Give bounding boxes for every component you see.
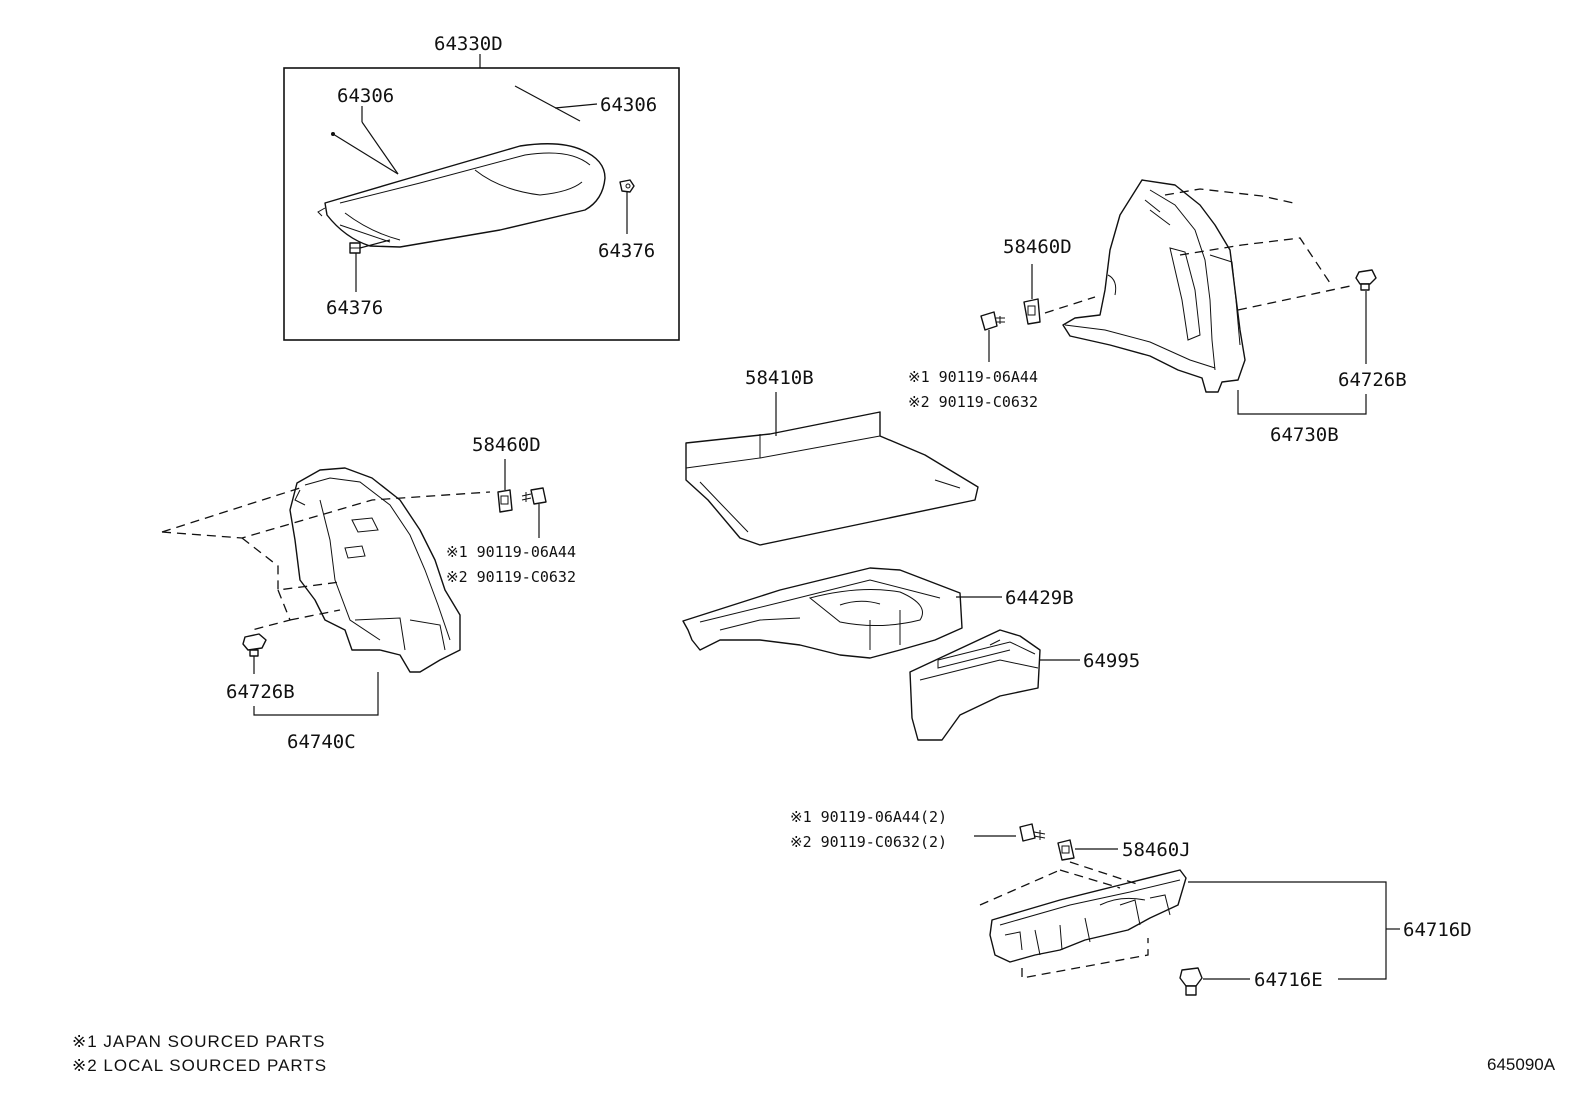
block-group: 64995 bbox=[909, 629, 1140, 741]
rear-floor-side-plate bbox=[989, 869, 1187, 963]
tonneau-holder-left bbox=[349, 239, 391, 254]
label-bolt-rear-local: ※2 90119-C0632(2) bbox=[790, 833, 947, 851]
label-58410B: 58410B bbox=[745, 367, 814, 389]
label-bolt-right-local: ※2 90119-C0632 bbox=[908, 393, 1038, 411]
bolt-right bbox=[980, 311, 1005, 331]
label-58460D-right: 58460D bbox=[1003, 236, 1072, 258]
label-64429B: 64429B bbox=[1005, 587, 1074, 609]
bolt-left bbox=[521, 487, 547, 505]
tonneau-rod-right bbox=[514, 85, 581, 122]
label-64306-left: 64306 bbox=[337, 85, 394, 107]
right-side-trim-group: 64726B 64730B 58460D ※1 90119-06A44 ※2 9… bbox=[908, 179, 1407, 446]
tonneau-holder-right bbox=[619, 179, 635, 193]
label-bolt-rear-jp: ※1 90119-06A44(2) bbox=[790, 808, 947, 826]
label-64726B-right: 64726B bbox=[1338, 369, 1407, 391]
footnote-local-sourced: ※2 LOCAL SOURCED PARTS bbox=[72, 1056, 327, 1075]
label-58460D-left: 58460D bbox=[472, 434, 541, 456]
clip-nut-58460D-right bbox=[1023, 298, 1041, 325]
tonneau-cover-group: 64330D 64306 64306 64376 bbox=[283, 33, 680, 341]
label-64716D: 64716D bbox=[1403, 919, 1472, 941]
clip-64726B-left bbox=[242, 633, 267, 657]
figure-id: 645090A bbox=[1487, 1055, 1556, 1074]
rear-plate-group: ※1 90119-06A44(2) ※2 90119-C0632(2) 5846… bbox=[790, 808, 1472, 996]
label-64740C: 64740C bbox=[287, 731, 356, 753]
deck-block bbox=[909, 629, 1041, 741]
left-side-trim-group: 58460D ※1 90119-06A44 ※2 90119-C0632 647… bbox=[161, 434, 576, 753]
label-58460J: 58460J bbox=[1122, 839, 1191, 861]
deck-trim-side-panel-left bbox=[289, 467, 461, 673]
floor-mat-group: 58410B bbox=[685, 367, 979, 546]
tonneau-group-box bbox=[283, 67, 680, 341]
label-64726B-left: 64726B bbox=[226, 681, 295, 703]
label-64716E: 64716E bbox=[1254, 969, 1323, 991]
bolt-rear bbox=[1019, 823, 1046, 842]
floor-mat bbox=[685, 411, 979, 546]
rod-end-left bbox=[331, 132, 335, 136]
label-bolt-left-local: ※2 90119-C0632 bbox=[446, 568, 576, 586]
deck-trim-side-panel-right bbox=[1062, 179, 1246, 393]
clip-nut-58460J bbox=[1057, 839, 1075, 861]
label-64306-right: 64306 bbox=[600, 94, 657, 116]
tonneau-cover-board bbox=[317, 143, 606, 248]
clip-64726B-right bbox=[1355, 269, 1377, 291]
label-64730B: 64730B bbox=[1270, 424, 1339, 446]
label-64330D: 64330D bbox=[434, 33, 503, 55]
label-64995: 64995 bbox=[1083, 650, 1140, 672]
label-64376-right: 64376 bbox=[598, 240, 655, 262]
label-64376-left: 64376 bbox=[326, 297, 383, 319]
label-bolt-right-jp: ※1 90119-06A44 bbox=[908, 368, 1038, 386]
floor-board-group: 64429B bbox=[682, 567, 1074, 659]
deck-floor-board bbox=[682, 567, 963, 659]
label-bolt-left-jp: ※1 90119-06A44 bbox=[446, 543, 576, 561]
footnote-japan-sourced: ※1 JAPAN SOURCED PARTS bbox=[72, 1032, 326, 1051]
tonneau-rod-left bbox=[332, 133, 399, 175]
clip-nut-58460D-left bbox=[497, 489, 513, 513]
clip-64716E bbox=[1179, 967, 1203, 996]
